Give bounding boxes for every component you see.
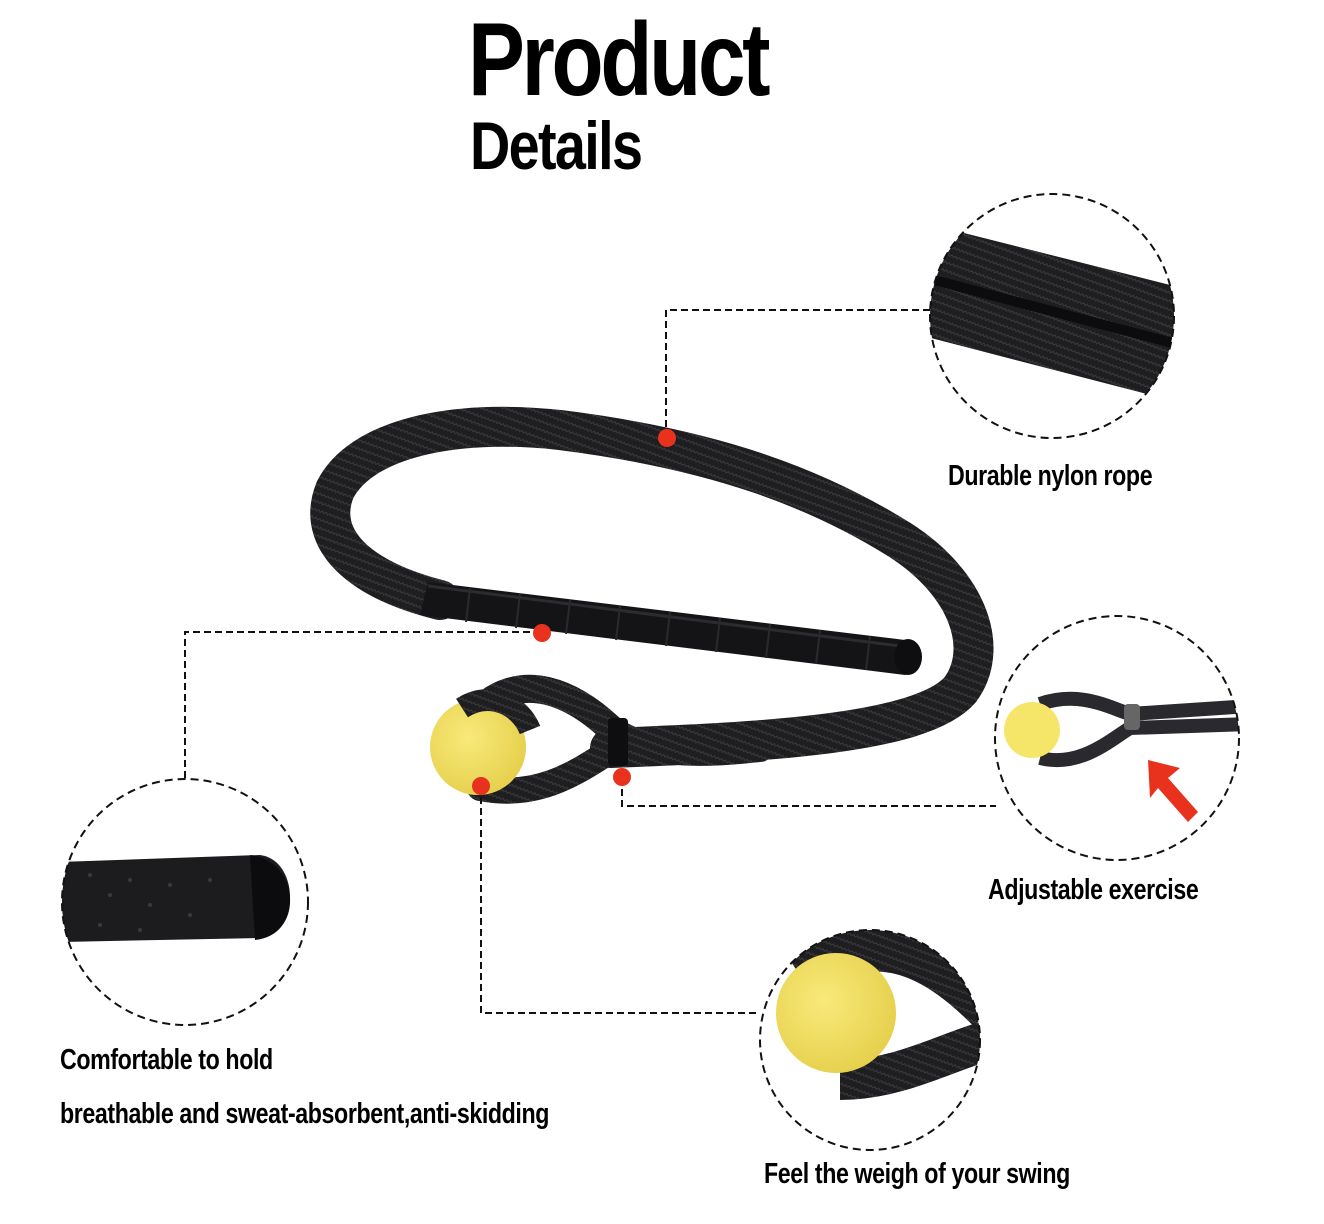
callout-ball-circle — [759, 929, 981, 1151]
callout-label-rope: Durable nylon rope — [948, 460, 1153, 492]
callout-adjustable-circle — [994, 615, 1240, 861]
callout-label-adjustable: Adjustable exercise — [988, 874, 1199, 906]
page-title: Product — [468, 2, 771, 118]
connector-lines — [184, 309, 996, 1014]
red-arrow-icon — [1148, 760, 1198, 822]
weight-ball — [430, 699, 526, 795]
adjuster-clip — [608, 718, 628, 766]
callout-rope-circle — [929, 193, 1175, 439]
callout-label-handle: Comfortable to hold — [60, 1044, 273, 1076]
marker-dots — [472, 429, 676, 795]
callout-handle-circle — [61, 778, 309, 1026]
callout-sublabel-handle: breathable and sweat-absorbent,anti-skid… — [60, 1098, 550, 1130]
callout-label-ball: Feel the weigh of your swing — [764, 1158, 1070, 1190]
grip-handle — [420, 582, 922, 675]
page-subtitle: Details — [470, 108, 643, 184]
